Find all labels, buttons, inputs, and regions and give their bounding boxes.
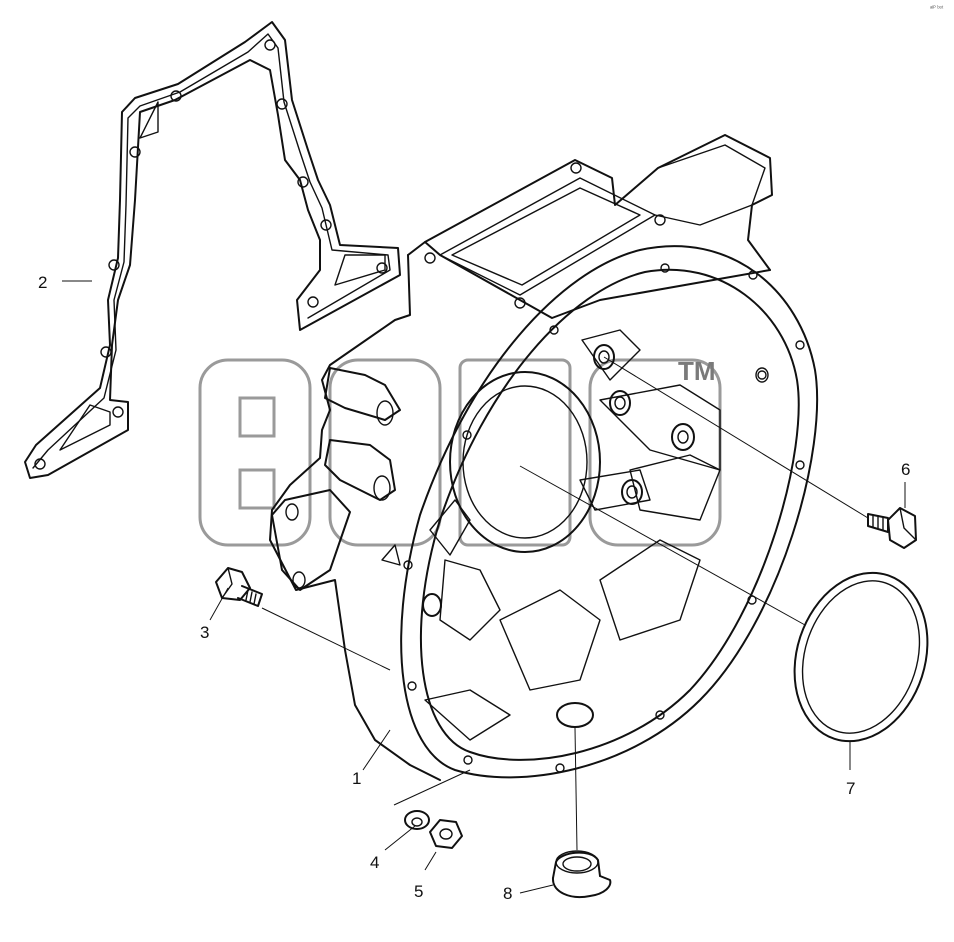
bolt-part bbox=[215, 567, 263, 607]
seal-ring-part bbox=[793, 571, 929, 743]
callout-5: 5 bbox=[414, 882, 423, 901]
grommet-part bbox=[551, 850, 612, 898]
callout-8: 8 bbox=[503, 884, 512, 903]
watermark-letter-1 bbox=[198, 358, 312, 547]
leader-line-7a bbox=[519, 465, 806, 626]
leader-line-1 bbox=[362, 729, 391, 771]
leader-line-8b bbox=[519, 884, 554, 894]
watermark-letter-3 bbox=[458, 358, 572, 547]
callout-3: 3 bbox=[200, 623, 209, 642]
corner-mark: ᵃᴵᴾ ᵇᵒᵗ bbox=[930, 5, 944, 12]
callout-labels: 2 3 1 4 5 6 7 8 bbox=[38, 273, 910, 903]
leader-line-4 bbox=[384, 825, 416, 851]
leader-line-4-5 bbox=[393, 769, 471, 806]
watermark-letter-2 bbox=[328, 358, 442, 547]
leader-line-6b bbox=[603, 356, 869, 519]
callout-1: 1 bbox=[352, 769, 361, 788]
gasket-part bbox=[24, 21, 401, 479]
leader-line-8a bbox=[574, 727, 578, 851]
flywheel-housing-part bbox=[269, 134, 819, 781]
washer-part bbox=[404, 810, 430, 830]
callout-6: 6 bbox=[901, 460, 910, 479]
watermark: TM bbox=[198, 356, 722, 547]
callout-2: 2 bbox=[38, 273, 47, 292]
callout-7: 7 bbox=[846, 779, 855, 798]
leader-line-3a bbox=[209, 587, 229, 621]
callout-4: 4 bbox=[370, 853, 379, 872]
leader-lines bbox=[62, 280, 906, 894]
watermark-trademark: TM bbox=[678, 356, 716, 386]
leader-line-5 bbox=[424, 851, 437, 871]
leader-line-3b bbox=[261, 607, 391, 671]
plug-bolt-part bbox=[867, 507, 917, 549]
nut-part bbox=[429, 819, 463, 849]
